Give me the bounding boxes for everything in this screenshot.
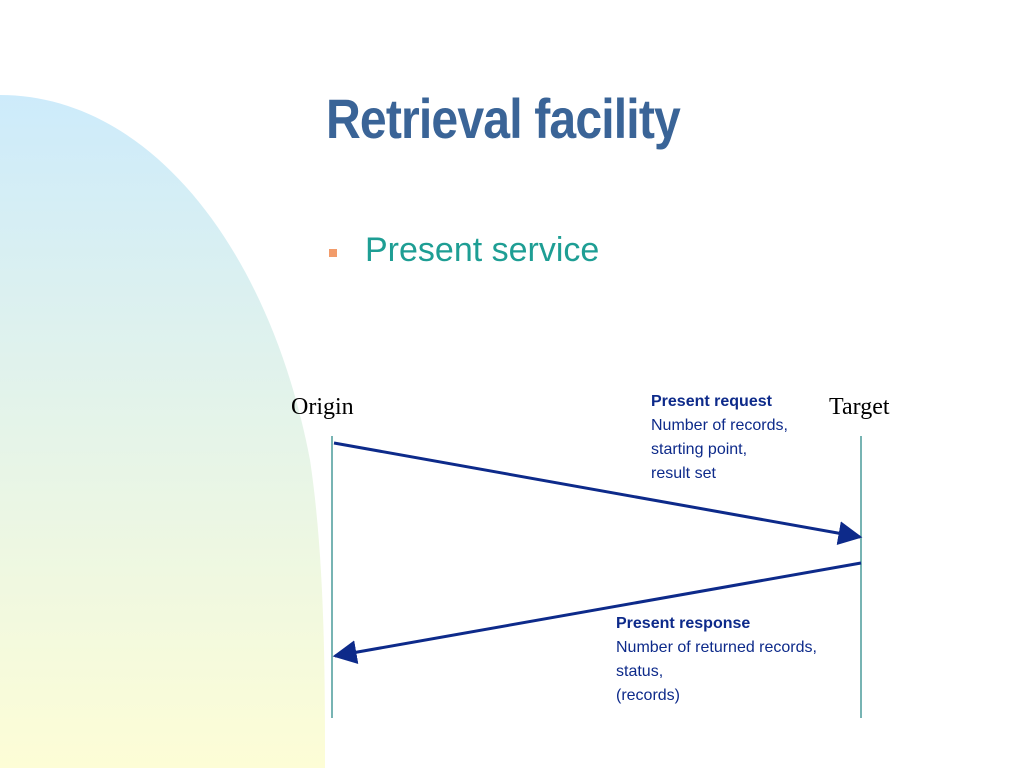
bullet-item: Present service xyxy=(329,230,599,271)
bullet-text: Present service xyxy=(365,231,600,269)
response-arrow xyxy=(332,561,862,665)
square-bullet-icon xyxy=(329,249,337,258)
present-response-title: Present response xyxy=(616,615,751,632)
target-label: Target xyxy=(829,394,890,420)
present-response-param: (records) xyxy=(616,687,681,704)
origin-label: Origin xyxy=(291,394,354,420)
present-request-param: starting point, xyxy=(651,441,748,458)
present-response-param: Number of returned records, xyxy=(616,639,817,656)
present-request-message: Present request Number of records, start… xyxy=(651,390,788,486)
present-response-message: Present response Number of returned reco… xyxy=(616,612,817,708)
request-arrow xyxy=(333,441,863,546)
present-response-param: status, xyxy=(616,663,664,680)
slide-title: Retrieval facility xyxy=(326,87,681,150)
present-request-title: Present request xyxy=(651,393,772,410)
present-request-param: result set xyxy=(651,465,716,482)
present-request-param: Number of records, xyxy=(651,417,788,434)
